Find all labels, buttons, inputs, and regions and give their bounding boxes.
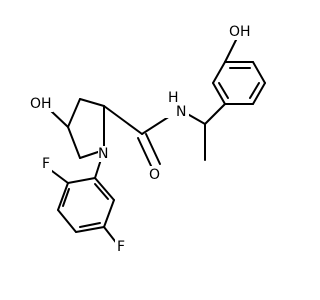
bond-df-e [103,199,115,228]
bond-carbonyl-nh [141,115,171,135]
label-bg-amide-nh [165,92,189,118]
carbonyl-oxygen-label: O [149,167,160,183]
fluorine-ortho-label: F [42,156,50,172]
bond-carbonyl-o-2 [145,133,161,165]
bond-c4-oh [49,109,69,128]
bond-ph-b [252,82,266,105]
fluorine-meta-label: F [117,239,125,255]
bond-carbonyl-o-1 [137,137,153,169]
bond-ph-inner-1 [249,82,260,99]
label-bg-hydroxyl-pyrrolidine [29,94,53,112]
bond-ph-e [212,61,226,84]
bond-df-d [75,226,105,233]
bond-df-inner-2 [79,222,101,228]
label-bg-hydroxyl-phenyl [228,22,252,40]
label-bg-carbonyl-oxygen [147,166,161,182]
bond-n1-carbonyl [103,105,143,135]
bond-df-a [67,177,96,184]
bond-layer [47,35,266,246]
bond-df-inner-3 [94,183,109,200]
atom-labels: OH N H N O OH F F [29,22,252,255]
bond-ph-c [252,61,266,84]
bond-df-c [57,209,77,233]
bond-c5-n1 [79,98,105,107]
label-bg-fluorine-meta [115,238,127,254]
amide-nh-label: N [176,104,186,120]
bond-df-inner-1 [62,188,70,207]
amide-h-label: H [168,90,179,106]
ring-nitrogen-label: N [98,146,108,162]
bond-c4-c5 [67,98,81,128]
bond-chiral-phenyl [204,103,226,125]
bond-c3-c4 [67,126,81,159]
bond-ph-f [212,82,226,105]
hydroxyl-pyrrolidine-label: OH [30,96,52,112]
label-bg-ring-nitrogen [98,146,110,162]
molecule-structure-diagram: OH N H N O OH F F [29,22,266,255]
bond-df-f [94,177,115,201]
bond-ph-inner-3 [218,82,229,99]
label-bg-fluorine-ortho [40,156,52,172]
bond-ph-oh [224,35,239,63]
hydroxyl-phenyl-label: OH [229,24,251,40]
bond-df-b [57,182,69,211]
